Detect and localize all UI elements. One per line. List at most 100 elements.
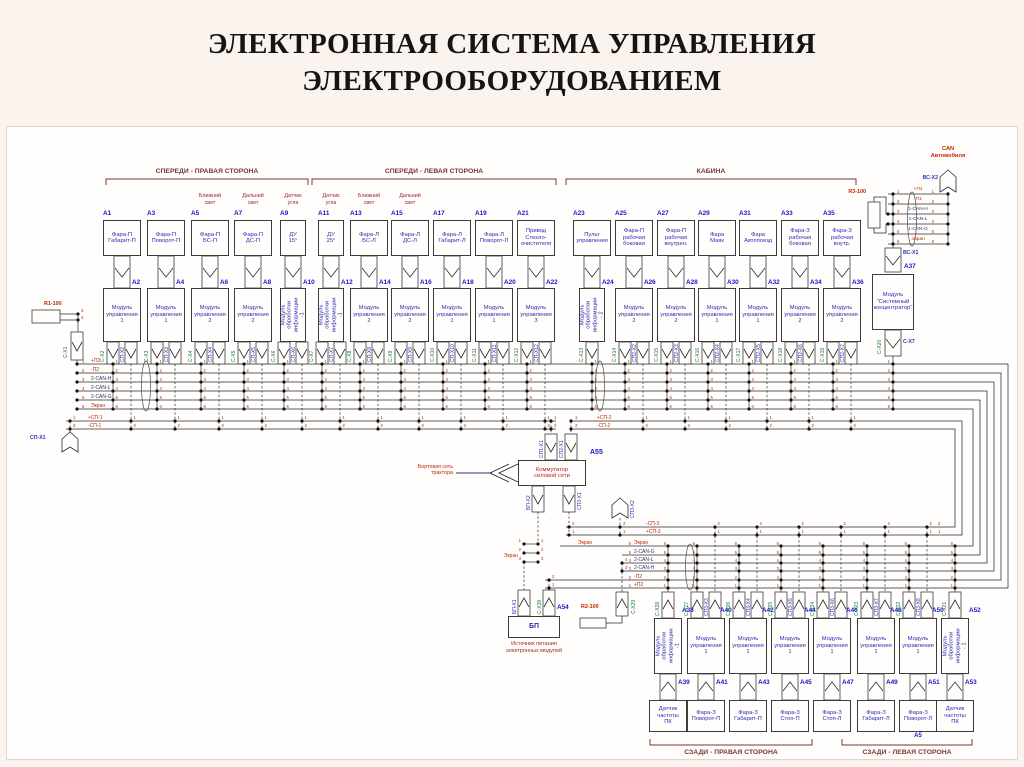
- device-id-А15: А15: [391, 209, 403, 217]
- connector-label-ВС-Х1: ВС-Х1: [903, 250, 919, 256]
- pin-number: 6: [362, 403, 365, 409]
- module-id-А20: А20: [504, 279, 516, 286]
- junction-dot: [483, 398, 487, 402]
- pin-number: 6: [159, 403, 162, 409]
- pin-number: 2: [769, 423, 772, 428]
- pin-number: 4: [931, 218, 934, 224]
- lower-bus-shield-label: Экран: [578, 539, 593, 546]
- pin-number: 1: [575, 415, 578, 420]
- junction-dot: [441, 407, 445, 411]
- junction-dot: [376, 427, 380, 431]
- junction-dot: [399, 398, 403, 402]
- connector-device-А11-pin: [323, 267, 339, 278]
- pin-number: 2: [931, 198, 934, 204]
- pin-number: 5: [776, 549, 779, 555]
- pin-number: 2: [887, 367, 890, 373]
- pin-number: 5: [862, 549, 865, 555]
- pin-number: 2: [669, 367, 672, 373]
- junction-dot: [358, 380, 362, 384]
- pin-number: 1: [342, 415, 345, 420]
- connector-СП-Х6: [295, 341, 309, 365]
- pin-number: 6: [887, 403, 890, 409]
- junction-dot: [543, 419, 547, 423]
- junction-dot: [483, 371, 487, 375]
- group-bracket: [841, 739, 973, 746]
- pin-number: 1: [73, 415, 76, 420]
- pin-number: 6: [692, 540, 695, 546]
- pin-number: 6: [82, 403, 85, 409]
- connector-label-С-Х7: С-Х7: [309, 350, 315, 362]
- junction-dot: [129, 427, 133, 431]
- module-id-А46: А46: [846, 607, 858, 614]
- junction-dot: [765, 419, 769, 423]
- resistor-label-R1: R1-100: [44, 301, 62, 307]
- junction-dot: [925, 533, 929, 537]
- connector-device-А47: [823, 673, 841, 701]
- pin-number: 6: [487, 403, 490, 409]
- connector-СП2-Х4-pin: [720, 348, 732, 359]
- pin-number: 3: [81, 308, 84, 313]
- junction-dot: [399, 389, 403, 393]
- pin-number: 6: [897, 238, 900, 244]
- connector-label-СП-Х12: СП-Х12: [534, 344, 540, 362]
- pin-number: 3: [445, 376, 448, 382]
- junction-dot: [779, 578, 783, 582]
- device-id-А19: А19: [475, 209, 487, 217]
- junction-dot: [483, 407, 487, 411]
- pin-number: 1: [793, 358, 796, 364]
- pin-number: 2: [246, 367, 249, 373]
- connector-label-С-Х26: С-Х26: [726, 601, 732, 616]
- connector-device-А1-pin: [114, 267, 130, 278]
- connector-device-А49: [867, 673, 885, 701]
- junction-dot: [865, 553, 869, 557]
- pin-number: 4: [403, 385, 406, 391]
- junction-dot: [779, 569, 783, 573]
- pin-number: 2: [897, 198, 900, 204]
- junction-dot: [665, 362, 669, 366]
- junction-dot: [590, 380, 594, 384]
- junction-dot: [695, 578, 699, 582]
- junction-dot: [839, 533, 843, 537]
- bus-label-2-CAN-L: 2-CAN-L: [91, 384, 111, 391]
- pin-number: 5: [628, 549, 631, 555]
- pin-number: 4: [286, 385, 289, 391]
- module-id-А32: А32: [768, 279, 780, 286]
- connector-С-Х1: [70, 331, 84, 361]
- pin-number: 2: [594, 367, 597, 373]
- connector-label-СП-Х8: СП-Х8: [367, 347, 373, 362]
- device-id-А29: А29: [698, 209, 710, 217]
- wire: [60, 313, 78, 321]
- junction-dot: [501, 427, 505, 431]
- junction-dot: [706, 389, 710, 393]
- pin-number: 2: [552, 574, 555, 579]
- junction-dot: [713, 533, 717, 537]
- junction-dot: [946, 222, 950, 226]
- connector-БП-Х1: [517, 589, 531, 617]
- junction-dot: [865, 544, 869, 548]
- junction-dot: [111, 389, 115, 393]
- pin-number: 3: [862, 565, 865, 571]
- connector-СП-Х11-pin: [497, 348, 509, 359]
- junction-dot: [441, 389, 445, 393]
- junction-dot: [666, 553, 670, 557]
- junction-dot: [199, 380, 203, 384]
- pin-number: 1: [463, 415, 466, 420]
- connector-С-Х18-pin: [785, 348, 797, 359]
- pin-number: 5: [950, 549, 953, 555]
- connector-С-Х12-pin: [521, 348, 533, 359]
- pin-number: 1: [403, 358, 406, 364]
- connector-device-А29-pin: [709, 267, 725, 278]
- bus-label--П2: -П2: [91, 366, 100, 373]
- pin-number: 2: [734, 574, 737, 580]
- junction-dot: [891, 371, 895, 375]
- pin-number: 1: [931, 188, 934, 194]
- connector-С-Х17-pin: [743, 348, 755, 359]
